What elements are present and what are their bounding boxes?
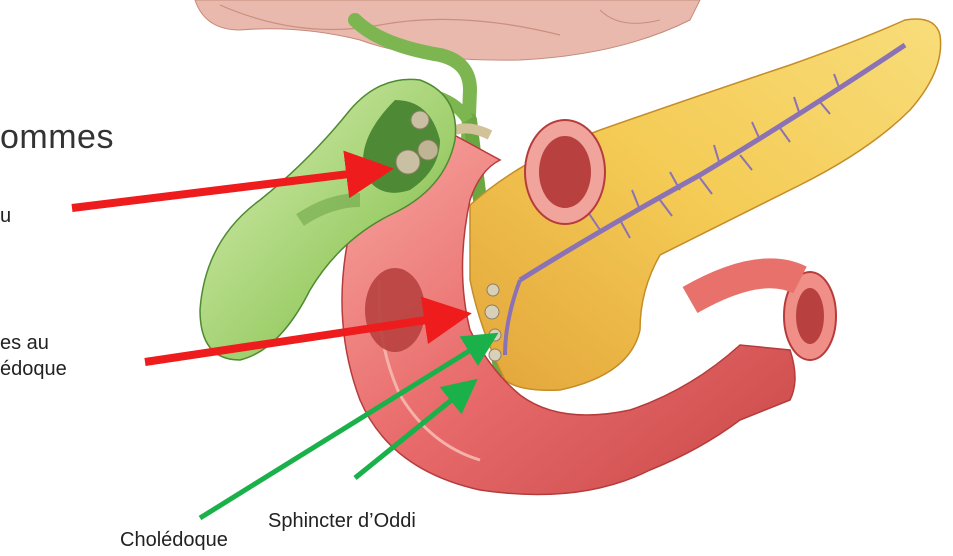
label-sphincter-oddi: Sphincter d’Oddi <box>268 508 416 534</box>
label-choledoque: Cholédoque <box>120 527 228 553</box>
label-bile-duct-line1: es au <box>0 330 49 356</box>
label-gallbladder-fragment: u <box>0 203 11 229</box>
label-bile-duct-line2: édoque <box>0 356 67 382</box>
slide-title-fragment: ommes <box>0 118 114 157</box>
